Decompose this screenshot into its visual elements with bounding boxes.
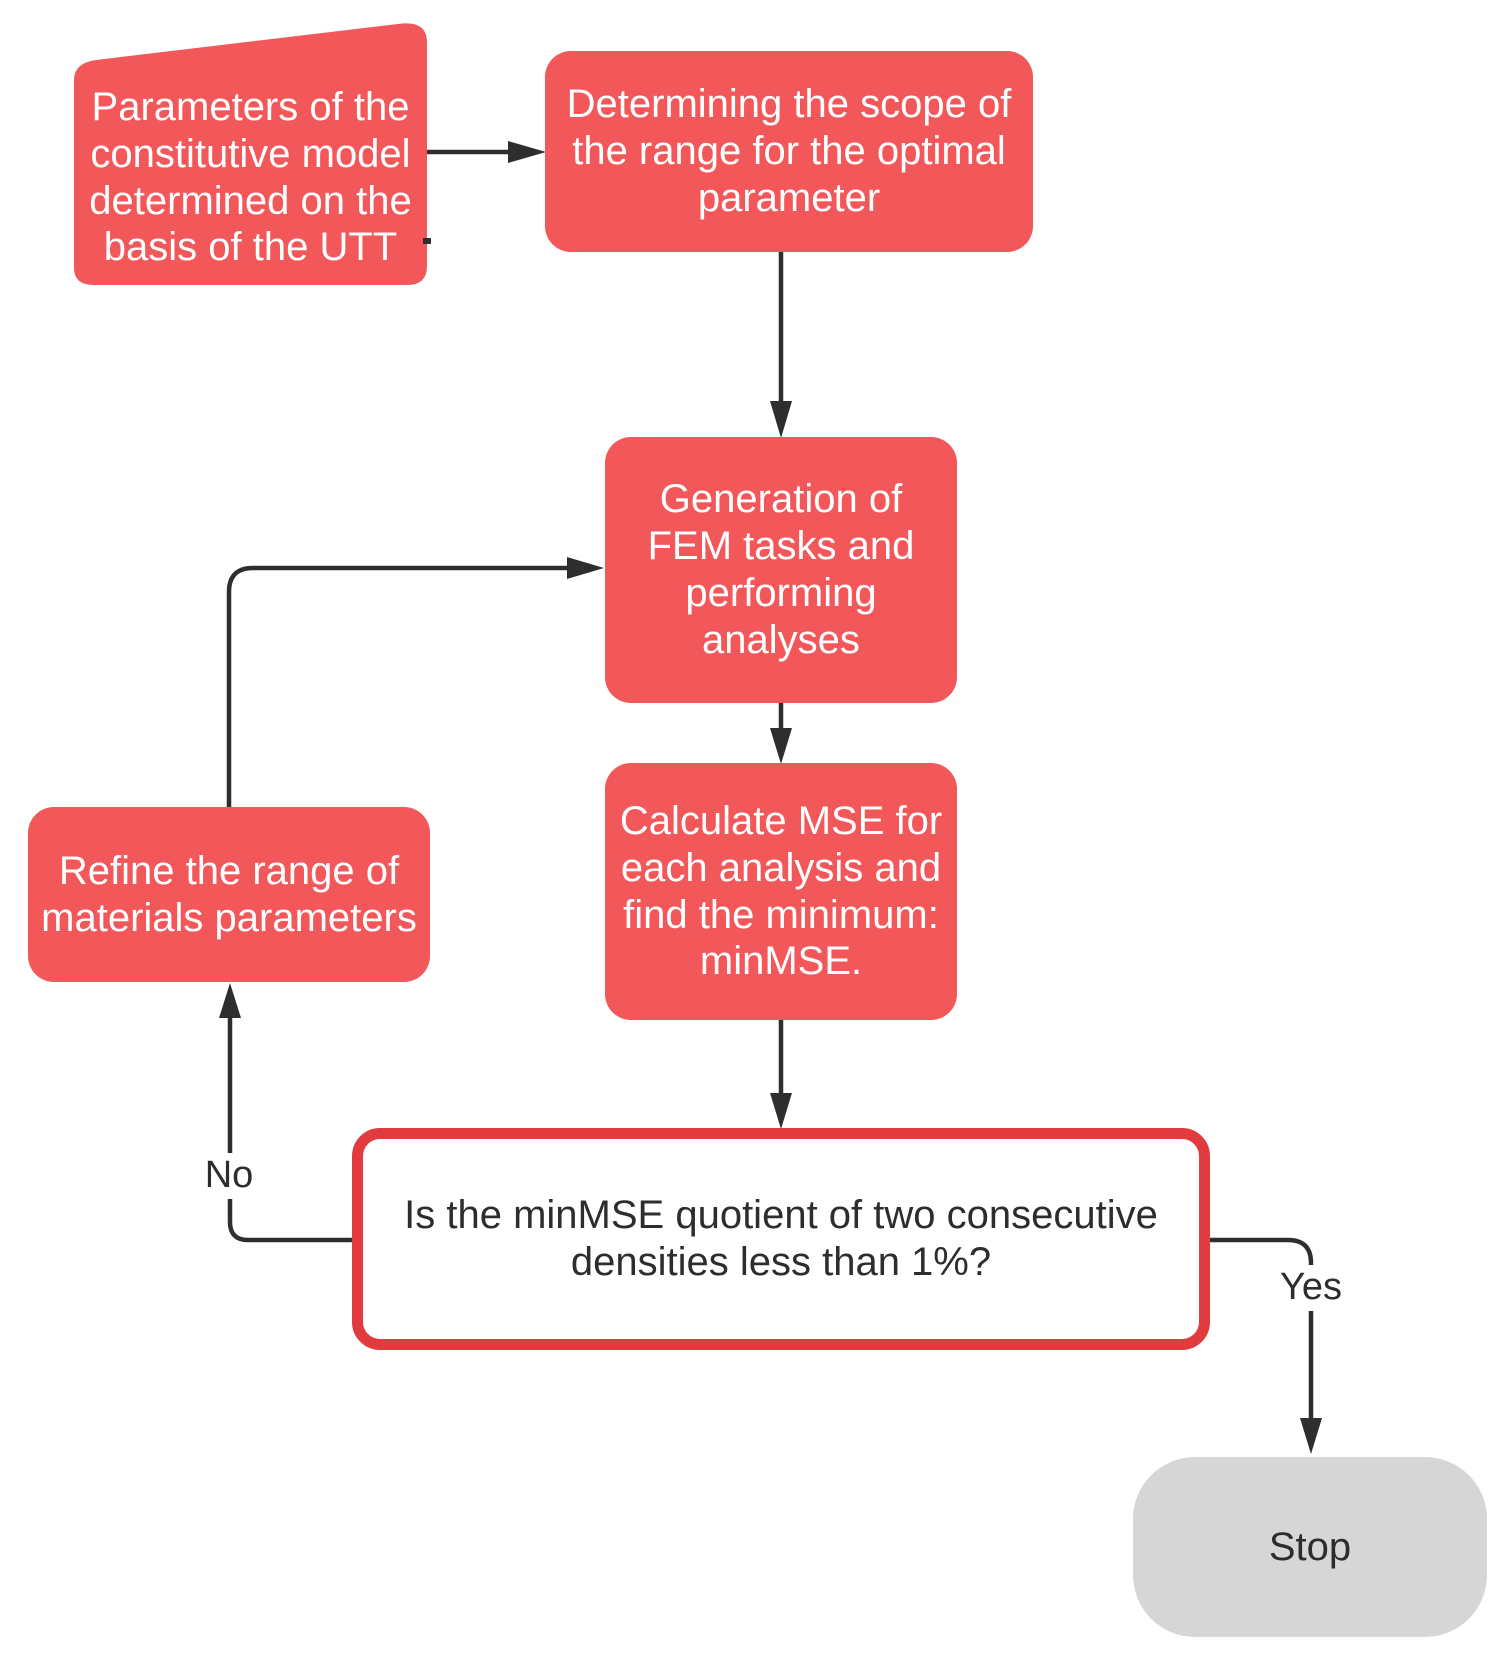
arrowhead-fem-to-mse <box>770 728 792 764</box>
edge-refine-to-fem <box>226 565 567 807</box>
node-refine-range: Refine the range of materials parameters <box>28 807 430 982</box>
node-parameters-utt: Parameters of the constitutive model det… <box>89 84 412 270</box>
node-calculate-mse: Calculate MSE for each analysis and find… <box>605 763 957 1020</box>
arrowhead-mse-to-decision <box>770 1093 792 1129</box>
edge-decision-no-to-refine <box>227 1018 352 1243</box>
connection-stub <box>423 238 431 244</box>
edge-label-yes: Yes <box>1272 1265 1350 1311</box>
node-generate-fem-tasks: Generation of FEM tasks and performing a… <box>605 437 957 703</box>
arrowhead-decision-no-to-refine <box>219 983 241 1018</box>
edge-decision-yes-to-stop <box>1209 1237 1314 1418</box>
node-stop: Stop <box>1133 1457 1487 1637</box>
node-determine-scope: Determining the scope of the range for t… <box>545 51 1033 252</box>
decision-minmse-quotient: Is the minMSE quotient of two consecutiv… <box>352 1128 1210 1350</box>
edge-label-no: No <box>198 1153 260 1199</box>
arrowhead-refine-to-fem <box>567 557 604 579</box>
arrowhead-start-to-scope <box>508 141 546 163</box>
arrowhead-scope-to-fem <box>770 401 792 438</box>
arrowhead-decision-yes-to-stop <box>1300 1418 1322 1454</box>
card-shape-parameters <box>74 23 427 286</box>
